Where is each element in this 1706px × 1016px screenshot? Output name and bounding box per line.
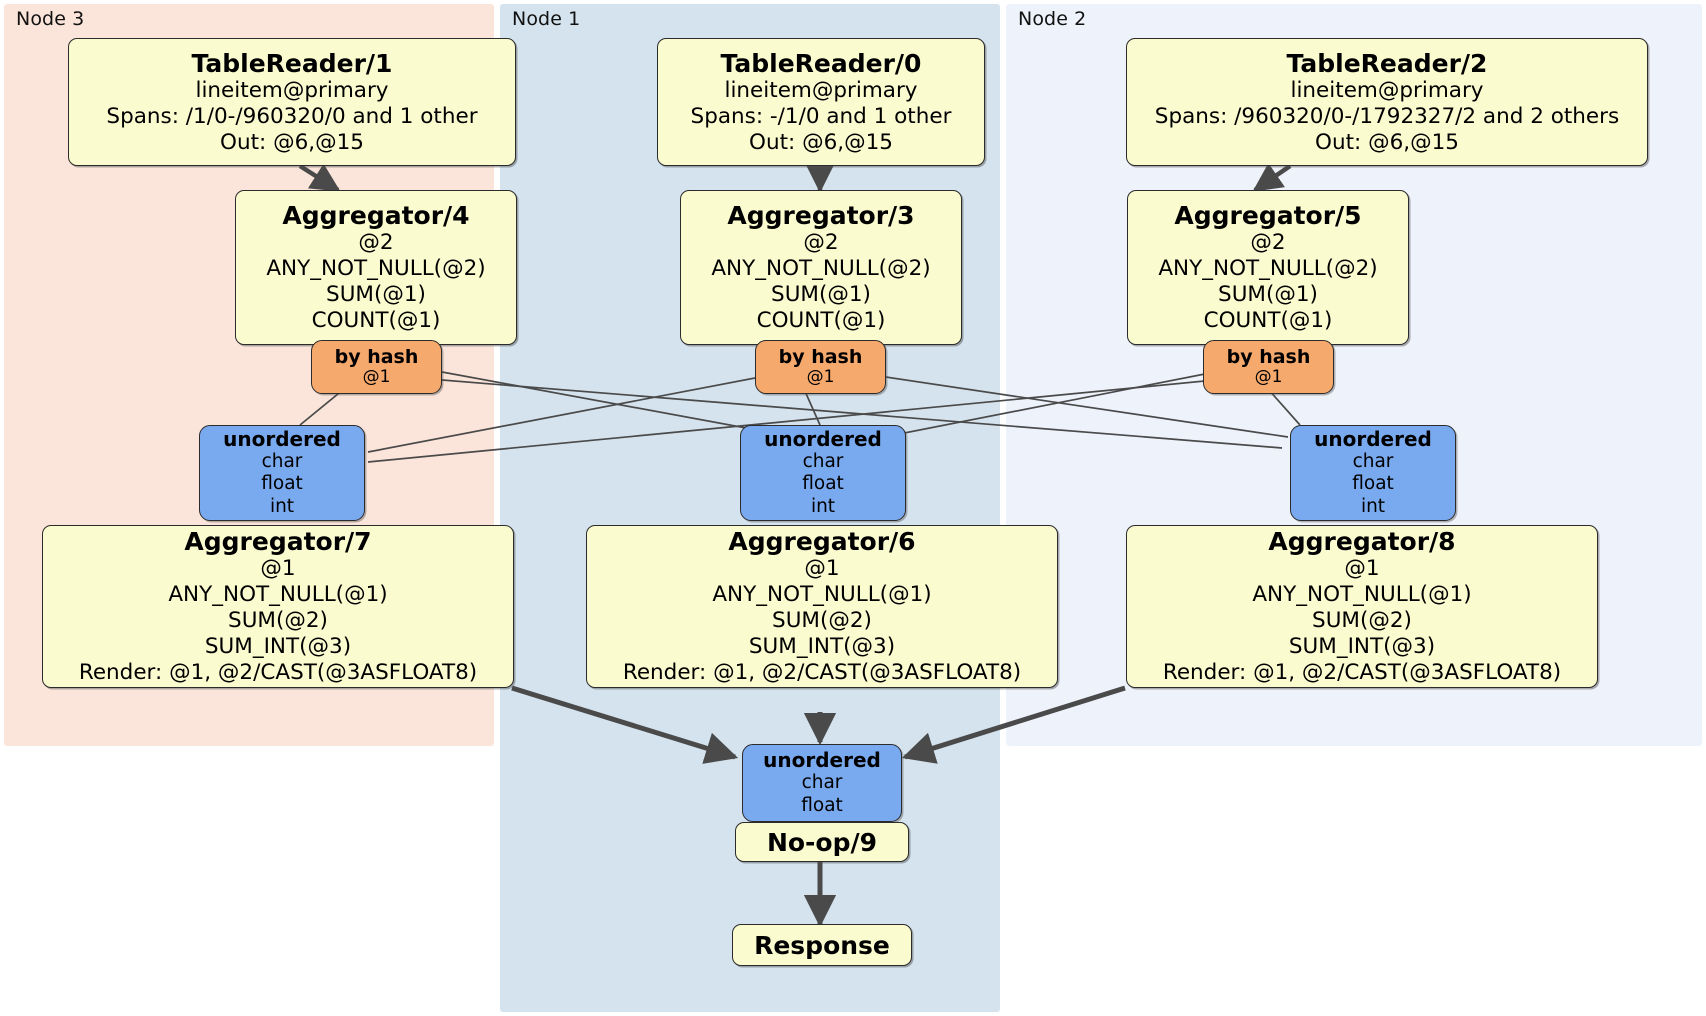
node-func: SUM(@2) [1312,608,1412,633]
router-title: by hash [334,346,419,369]
node-out: Out: @6,@15 [220,129,364,155]
aggregator-box[interactable]: Aggregator/4 @2 ANY_NOT_NULL(@2) SUM(@1)… [235,190,517,345]
router-key: @1 [1254,366,1283,387]
node-spans: Spans: -/1/0 and 1 other [690,103,952,129]
receiver-type: char [1352,451,1394,473]
node-out: Out: @6,@15 [1315,129,1459,155]
aggregator-box[interactable]: Aggregator/5 @2 ANY_NOT_NULL(@2) SUM(@1)… [1127,190,1409,345]
receiver-type: float [1352,473,1394,495]
receiver-type: float [801,794,843,816]
aggregator-box[interactable]: Aggregator/8 @1 ANY_NOT_NULL(@1) SUM(@2)… [1126,525,1598,688]
node-func: ANY_NOT_NULL(@2) [266,256,486,281]
node-func: ANY_NOT_NULL(@1) [168,582,388,607]
node-func: SUM_INT(@3) [748,634,896,659]
node-func: ANY_NOT_NULL(@2) [1158,256,1378,281]
receiver-type: float [802,473,844,495]
response-title: Response [754,930,890,960]
final-receiver-box[interactable]: unordered char float [742,744,902,822]
hash-router-box[interactable]: by hash @1 [1203,340,1334,394]
node-title: Aggregator/4 [282,201,470,230]
node-group: @1 [260,556,296,581]
router-title: by hash [1226,346,1311,369]
node-group: @2 [803,230,839,255]
node-func: SUM(@2) [228,608,328,633]
receiver-title: unordered [764,427,882,452]
node-spans: Spans: /1/0-/960320/0 and 1 other [106,103,478,129]
receiver-type: char [801,772,843,794]
receiver-type: char [261,451,303,473]
node-title: Aggregator/6 [728,527,916,556]
node-func: SUM_INT(@3) [1288,634,1436,659]
node-title: Aggregator/3 [727,201,915,230]
node-func: COUNT(@1) [756,308,886,333]
table-reader-box[interactable]: TableReader/1 lineitem@primary Spans: /1… [68,38,516,166]
hash-router-box[interactable]: by hash @1 [755,340,886,394]
node-func: COUNT(@1) [1203,308,1333,333]
node-func: SUM(@1) [326,282,426,307]
node-title: TableReader/2 [1286,48,1488,78]
receiver-title: unordered [1314,427,1432,452]
node-table: lineitem@primary [1290,77,1484,103]
node-func: ANY_NOT_NULL(@1) [712,582,932,607]
router-key: @1 [806,366,835,387]
receiver-box[interactable]: unordered char float int [740,425,906,521]
node-group: @1 [804,556,840,581]
node-func: SUM(@2) [772,608,872,633]
node-out: Out: @6,@15 [749,129,893,155]
aggregator-box[interactable]: Aggregator/3 @2 ANY_NOT_NULL(@2) SUM(@1)… [680,190,962,345]
node-func: SUM(@1) [1218,282,1318,307]
node-func: SUM(@1) [771,282,871,307]
response-box[interactable]: Response [732,924,912,966]
receiver-box[interactable]: unordered char float int [199,425,365,521]
panel-label-node3: Node 3 [16,8,85,30]
router-title: by hash [778,346,863,369]
node-spans: Spans: /960320/0-/1792327/2 and 2 others [1154,103,1620,129]
noop-title: No-op/9 [766,827,878,857]
aggregator-box[interactable]: Aggregator/6 @1 ANY_NOT_NULL(@1) SUM(@2)… [586,525,1058,688]
panel-label-node1: Node 1 [512,8,581,30]
node-func: ANY_NOT_NULL(@2) [711,256,931,281]
receiver-title: unordered [223,427,341,452]
node-render: Render: @1, @2/CAST(@3ASFLOAT8) [622,660,1022,685]
router-key: @1 [362,366,391,387]
node-group: @2 [1250,230,1286,255]
panel-label-node2: Node 2 [1018,8,1087,30]
node-title: Aggregator/7 [184,527,372,556]
noop-box[interactable]: No-op/9 [735,822,909,862]
node-func: COUNT(@1) [311,308,441,333]
table-reader-box[interactable]: TableReader/0 lineitem@primary Spans: -/… [657,38,985,166]
node-group: @2 [358,230,394,255]
node-table: lineitem@primary [724,77,918,103]
node-group: @1 [1344,556,1380,581]
node-title: TableReader/1 [191,48,393,78]
receiver-type: char [802,451,844,473]
node-title: TableReader/0 [720,48,922,78]
aggregator-box[interactable]: Aggregator/7 @1 ANY_NOT_NULL(@1) SUM(@2)… [42,525,514,688]
node-render: Render: @1, @2/CAST(@3ASFLOAT8) [1162,660,1562,685]
node-func: SUM_INT(@3) [204,634,352,659]
receiver-type: int [1360,495,1386,517]
node-table: lineitem@primary [195,77,389,103]
node-title: Aggregator/5 [1174,201,1362,230]
table-reader-box[interactable]: TableReader/2 lineitem@primary Spans: /9… [1126,38,1648,166]
node-func: ANY_NOT_NULL(@1) [1252,582,1472,607]
receiver-type: float [261,473,303,495]
receiver-type: int [269,495,295,517]
node-title: Aggregator/8 [1268,527,1456,556]
receiver-title: unordered [763,748,881,773]
hash-router-box[interactable]: by hash @1 [311,340,442,394]
node-render: Render: @1, @2/CAST(@3ASFLOAT8) [78,660,478,685]
receiver-box[interactable]: unordered char float int [1290,425,1456,521]
receiver-type: int [810,495,836,517]
